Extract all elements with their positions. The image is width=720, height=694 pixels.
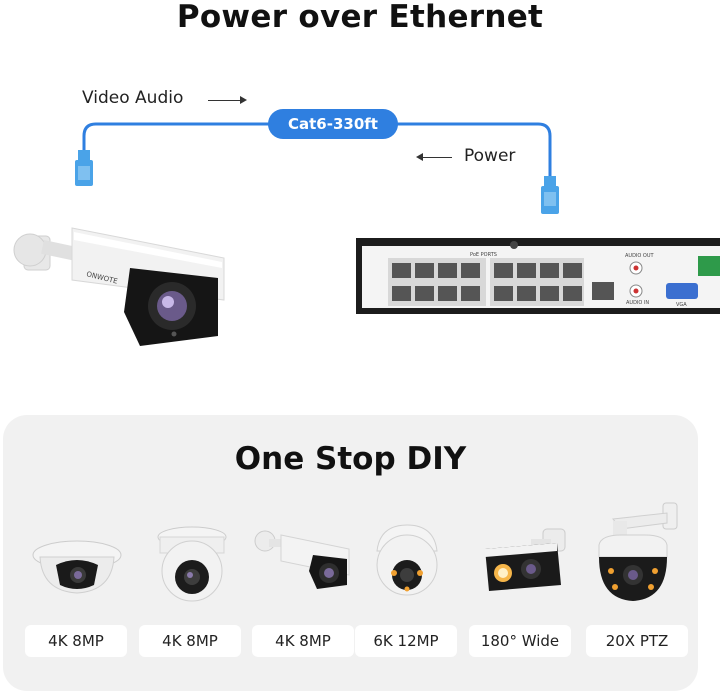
one-stop-diy-panel: One Stop DIY 4K 8MP 4K 8MP 4K 8MP 6K 12M…	[3, 415, 698, 691]
vga-label: VGA	[676, 302, 687, 308]
rj45-connector-right-icon	[541, 176, 559, 214]
bullet-camera-icon: ONWOTE	[13, 227, 225, 346]
turret-color-camera-icon	[376, 524, 438, 596]
panel-title: One Stop DIY	[234, 441, 467, 477]
camera-label: 20X PTZ	[586, 625, 688, 657]
nvr-recorder-icon: PoE PORTS AUDIO OUT AUDIO IN VGA	[356, 238, 720, 314]
camera-label: 4K 8MP	[25, 625, 127, 657]
camera-label: 6K 12MP	[355, 625, 457, 657]
turret-camera-icon	[157, 526, 227, 602]
audio-in-label: AUDIO IN	[626, 300, 649, 306]
dome-camera-icon	[32, 540, 122, 594]
camera-label: 180° Wide	[469, 625, 571, 657]
camera-label: 4K 8MP	[252, 625, 354, 657]
cable-length-badge: Cat6-330ft	[268, 109, 398, 139]
audio-out-label: AUDIO OUT	[625, 253, 655, 259]
poe-ports-label: PoE PORTS	[470, 252, 497, 258]
arrow-left-icon	[416, 153, 423, 161]
arrow-right-line	[208, 100, 242, 101]
dual-lens-camera-icon	[485, 528, 566, 591]
video-audio-label: Video Audio	[82, 88, 184, 108]
ptz-camera-icon	[598, 502, 678, 601]
camera-label: 4K 8MP	[139, 625, 241, 657]
arrow-left-line	[422, 157, 452, 158]
arrow-right-icon	[240, 96, 247, 104]
page-title: Power over Ethernet	[176, 0, 544, 35]
power-label: Power	[464, 146, 516, 166]
cable-drawing: ONWOTE PoE PORTS	[13, 122, 720, 346]
rj45-connector-left-icon	[75, 150, 93, 186]
bullet-camera-icon	[254, 530, 350, 589]
